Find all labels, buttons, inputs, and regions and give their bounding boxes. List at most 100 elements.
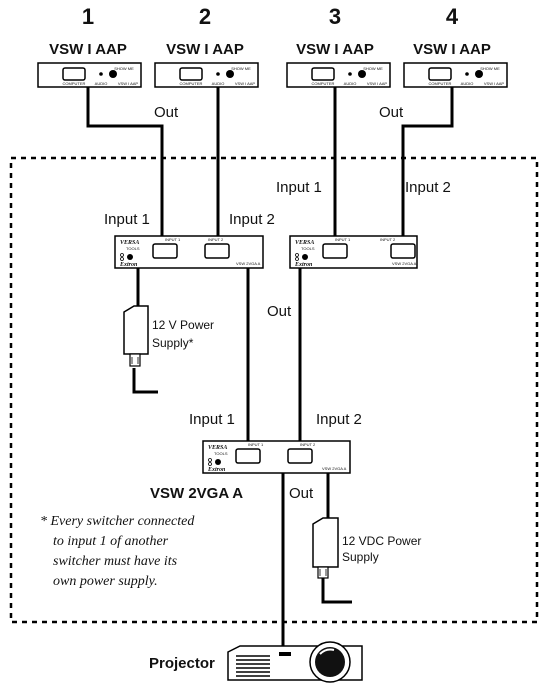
vga-port-icon <box>204 243 230 259</box>
select-button-icon <box>127 254 133 260</box>
port-label: AUDIO <box>212 81 225 86</box>
audio-jack-icon <box>348 72 352 76</box>
vga-port-icon <box>322 243 348 259</box>
maker-label: Extron <box>207 467 226 473</box>
maker-label: Extron <box>119 262 138 268</box>
port-label: SHOW ME <box>231 66 251 71</box>
brand-label: VERSA <box>208 445 227 451</box>
port-label: SHOW ME <box>114 66 134 71</box>
projector-vent-icon <box>236 655 270 677</box>
footnote-line2: to input 1 of another <box>53 534 169 549</box>
port-label: COMPUTER <box>63 81 86 86</box>
audio-jack-icon <box>216 72 220 76</box>
power-brick-icon <box>123 305 149 355</box>
label-input1-bottom: Input 1 <box>189 411 235 428</box>
unit-model-label: VSW 2VGA A <box>392 261 417 266</box>
input-port-label: INPUT 2 <box>208 237 224 242</box>
power-plug-icon <box>129 353 141 367</box>
label-out-left: Out <box>154 104 179 121</box>
source-2: 2 VSW I AAP COMPUTER AUDIO SHOW ME VSW I… <box>154 4 259 88</box>
switcher-left: VERSA TOOLS Extron INPUT 1 INPUT 2 VSW 2… <box>114 235 264 269</box>
label-out-bottom: Out <box>289 485 314 502</box>
brand-sub-label: TOOLS <box>214 451 228 456</box>
source-model: VSW I AAP <box>166 41 244 58</box>
led-icon <box>295 253 299 257</box>
select-button-icon <box>302 254 308 260</box>
vsw-i-aap-unit <box>154 62 259 88</box>
psu-label-line1: 12 V Power <box>152 318 214 332</box>
label-out-middle: Out <box>267 303 292 320</box>
unit-model-label: VSW I AAP <box>118 81 139 86</box>
power-supply-right: 12 VDC Power Supply <box>312 517 421 579</box>
unit-model-label: VSW I AAP <box>235 81 256 86</box>
source-number: 3 <box>329 4 341 29</box>
source-model: VSW I AAP <box>413 41 491 58</box>
port-label: AUDIO <box>344 81 357 86</box>
label-out-right: Out <box>379 104 404 121</box>
cable-source1-to-left-switcher <box>86 87 164 240</box>
vga-port-icon <box>287 448 313 464</box>
switcher-bottom: VERSA TOOLS Extron INPUT 1 INPUT 2 VSW 2… <box>202 440 351 474</box>
vga-port-icon <box>235 448 261 464</box>
label-input2-right: Input 2 <box>405 179 451 196</box>
led-icon <box>208 462 212 466</box>
label-input2-left: Input 2 <box>229 211 275 228</box>
maker-label: Extron <box>294 262 313 268</box>
unit-model-label: VSW 2VGA A <box>236 261 261 266</box>
source-4: 4 VSW I AAP COMPUTER AUDIO SHOW ME VSW I… <box>403 4 508 88</box>
projector-indicator-icon <box>279 652 291 656</box>
source-number: 1 <box>82 4 94 29</box>
source-model: VSW I AAP <box>296 41 374 58</box>
brand-sub-label: TOOLS <box>301 246 315 251</box>
psu-label-line2: Supply* <box>152 336 194 350</box>
vga-port-icon <box>179 67 203 81</box>
source-3: 3 VSW I AAP COMPUTER AUDIO SHOW ME VSW I… <box>286 4 391 88</box>
vsw-i-aap-unit <box>37 62 142 88</box>
projector-lens-inner-icon <box>315 647 345 677</box>
source-model: VSW I AAP <box>49 41 127 58</box>
audio-jack-icon <box>465 72 469 76</box>
cable-psu-right-cord <box>321 578 352 604</box>
projector-label: Projector <box>149 655 215 672</box>
vsw-2vga-a-unit <box>202 440 351 474</box>
vga-port-icon <box>152 243 178 259</box>
dashed-enclosure <box>9 156 539 624</box>
select-button-icon <box>215 459 221 465</box>
vga-port-icon <box>62 67 86 81</box>
brand-label: VERSA <box>120 240 139 246</box>
power-supply-left: 12 V Power Supply* <box>123 305 214 367</box>
vsw-i-aap-unit <box>286 62 391 88</box>
port-label: SHOW ME <box>480 66 500 71</box>
unit-model-label: VSW I AAP <box>367 81 388 86</box>
audio-jack-icon <box>99 72 103 76</box>
show-me-button-icon <box>475 70 483 78</box>
port-label: COMPUTER <box>429 81 452 86</box>
led-icon <box>120 257 124 261</box>
vga-port-icon <box>390 243 416 259</box>
label-input1-right: Input 1 <box>276 179 322 196</box>
psu-label-line1: 12 VDC Power <box>342 534 421 548</box>
vga-port-icon <box>428 67 452 81</box>
source-1: 1 VSW I AAP COMPUTER AUDIO SHOW ME VSW I… <box>37 4 142 88</box>
input-port-label: INPUT 2 <box>300 442 316 447</box>
vsw-2vga-a-unit <box>114 235 264 269</box>
port-label: AUDIO <box>461 81 474 86</box>
led-icon <box>208 458 212 462</box>
input-port-label: INPUT 1 <box>335 237 351 242</box>
led-icon <box>120 253 124 257</box>
bottom-switcher-label: VSW 2VGA A <box>150 485 243 502</box>
port-label: AUDIO <box>95 81 108 86</box>
cables <box>86 87 454 648</box>
input-port-label: INPUT 1 <box>165 237 181 242</box>
port-label: SHOW ME <box>363 66 383 71</box>
brand-label: VERSA <box>295 240 314 246</box>
input-port-label: INPUT 1 <box>248 442 264 447</box>
brand-sub-label: TOOLS <box>126 246 140 251</box>
vga-port-icon <box>311 67 335 81</box>
power-plug-icon <box>317 566 329 579</box>
vsw-i-aap-unit <box>403 62 508 88</box>
input-port-label: INPUT 2 <box>380 237 396 242</box>
show-me-button-icon <box>226 70 234 78</box>
